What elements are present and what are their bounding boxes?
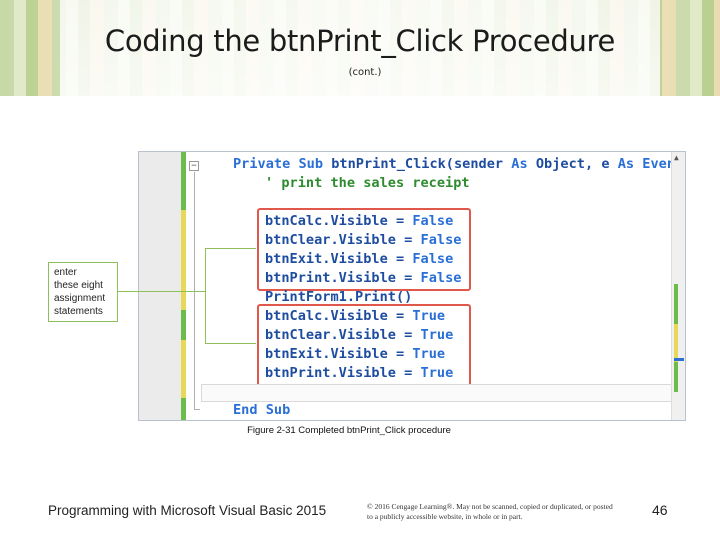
- editor-gutter: [139, 152, 181, 420]
- callout-line: these eight: [54, 280, 103, 291]
- title-banner: [0, 0, 720, 96]
- callout-leader: [205, 248, 206, 343]
- callout-leader: [205, 343, 256, 344]
- slide-title: Coding the btnPrint_Click Procedure: [104, 24, 616, 58]
- code-line-assignment[interactable]: btnPrint.Visible = False: [265, 270, 462, 286]
- callout-line: statements: [54, 306, 103, 317]
- code-editor[interactable]: − Private Sub btnPrint_Click(sender As O…: [138, 151, 686, 421]
- code-line-assignment[interactable]: btnClear.Visible = False: [265, 232, 462, 248]
- callout-line: assignment: [54, 293, 106, 304]
- scroll-marker-saved: [674, 284, 678, 324]
- code-line-assignment[interactable]: btnExit.Visible = False: [265, 251, 454, 267]
- scroll-position-marker: [674, 358, 684, 361]
- scroll-marker-saved: [674, 362, 678, 392]
- change-strip-saved: [181, 152, 186, 210]
- slide-subtitle: (cont.): [348, 67, 382, 78]
- change-strip-saved: [181, 310, 186, 340]
- code-line-assignment[interactable]: btnExit.Visible = True: [265, 346, 446, 362]
- callout-line: enter: [54, 267, 77, 278]
- change-strip-unsaved: [181, 210, 186, 310]
- annotation-callout: enter these eight assignment statements: [48, 262, 118, 322]
- code-line-print[interactable]: PrintForm1.Print(): [265, 289, 413, 305]
- figure-caption: Figure 2-31 Completed btnPrint_Click pro…: [247, 425, 451, 436]
- code-line-assignment[interactable]: btnClear.Visible = True: [265, 327, 454, 343]
- code-line-assignment[interactable]: btnCalc.Visible = False: [265, 213, 454, 229]
- callout-leader: [205, 248, 256, 249]
- footer-copyright: © 2016 Cengage Learning®. May not be sca…: [367, 502, 613, 521]
- change-strip-unsaved: [181, 340, 186, 398]
- callout-leader: [118, 291, 205, 292]
- footer-book-title: Programming with Microsoft Visual Basic …: [48, 503, 327, 518]
- code-line-signature[interactable]: Private Sub btnPrint_Click(sender As Obj…: [233, 156, 684, 172]
- collapse-toggle-icon[interactable]: −: [189, 161, 199, 171]
- current-line-highlight[interactable]: [201, 384, 673, 402]
- page-number: 46: [652, 502, 668, 518]
- code-line-assignment[interactable]: btnPrint.Visible = True: [265, 365, 454, 381]
- change-strip-saved: [181, 398, 186, 420]
- outline-guide-end: [194, 409, 200, 410]
- scroll-up-arrow-icon[interactable]: ▲: [674, 153, 679, 162]
- scroll-marker-unsaved: [674, 324, 678, 362]
- highlight-box-false-group: [257, 208, 471, 291]
- code-line-end-sub[interactable]: End Sub: [233, 402, 291, 418]
- code-line-assignment[interactable]: btnCalc.Visible = True: [265, 308, 446, 324]
- code-line-comment[interactable]: ' print the sales receipt: [265, 175, 470, 191]
